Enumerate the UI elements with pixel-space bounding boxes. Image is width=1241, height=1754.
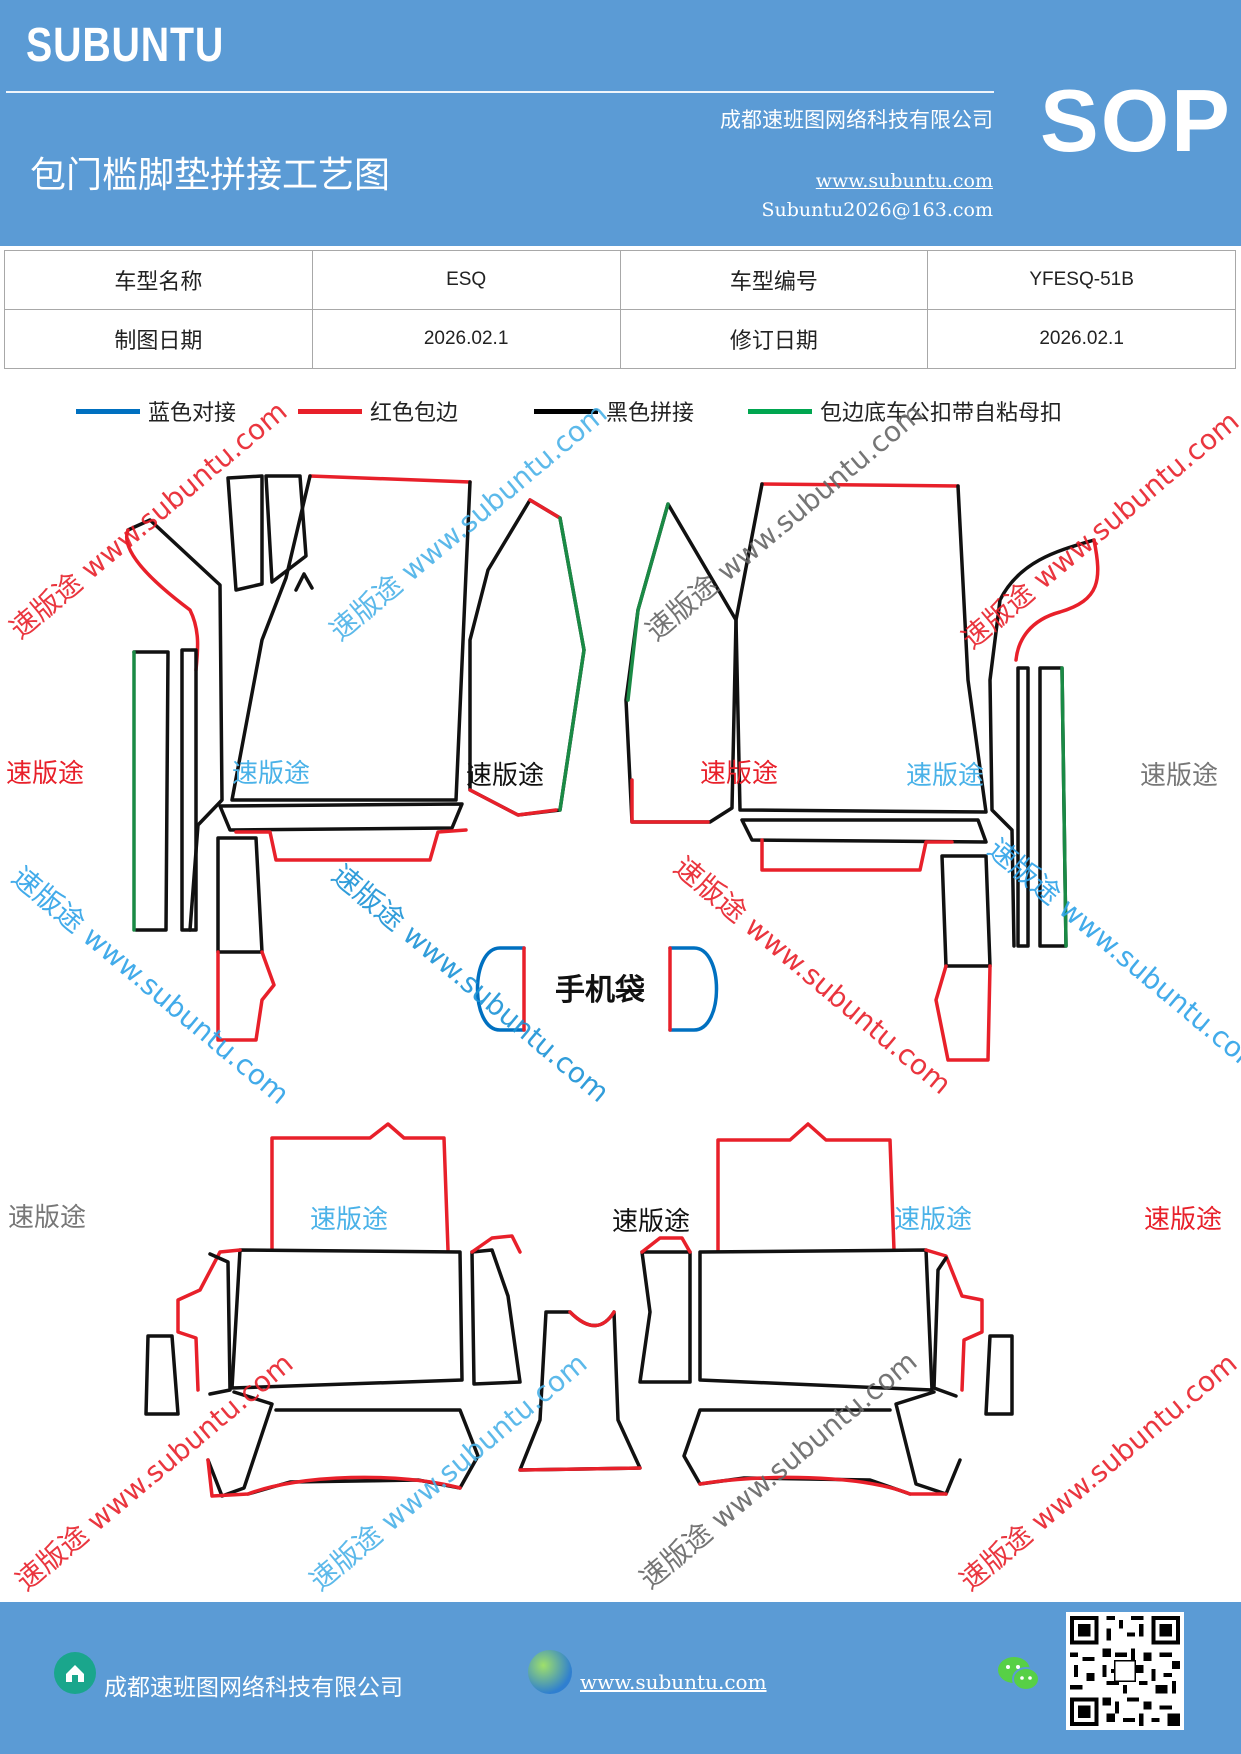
qr-code <box>1066 1612 1184 1730</box>
watermark-text: 速版途 <box>8 1203 86 1233</box>
watermark-text: 速版途 www.subuntu.com <box>323 396 613 647</box>
legend-label: 蓝色对接 <box>148 401 237 426</box>
mat-passenger-side-piece <box>624 502 738 824</box>
phone-bag-left <box>475 946 526 1032</box>
watermark-text: 速版途 <box>906 761 984 791</box>
watermark-text: 速版途 www.subuntu.com <box>3 394 293 645</box>
model-name-label: 车型名称 <box>4 250 313 310</box>
revise-date-value: 2026.02.1 <box>927 309 1236 369</box>
watermark-text: 速版途 www.subuntu.com <box>6 860 296 1111</box>
model-name-value: ESQ <box>311 250 621 310</box>
model-code-label: 车型编号 <box>619 250 929 310</box>
watermark-text: 速版途 <box>894 1205 972 1235</box>
info-table: 车型名称 ESQ 车型编号 YFESQ-51B 制图日期 2026.02.1 修… <box>4 250 1236 369</box>
mat-passenger-sill-strip <box>934 538 1100 1062</box>
legend-swatch-blue <box>76 408 140 414</box>
phone-bag-label: 手机袋 <box>555 973 645 1008</box>
watermark-text: 速版途 <box>1144 1205 1222 1235</box>
website-link[interactable]: www.subuntu.com <box>815 170 993 192</box>
watermark-text: 速版途 www.subuntu.com <box>955 404 1241 655</box>
legend-label: 黑色拼接 <box>606 401 695 426</box>
watermark-layer: 速版途 速版途 速版途 速版途 速版途 速版途 速版途 速版途 速版途 速版途 … <box>6 759 1222 1237</box>
footer-website[interactable]: www.subuntu.com <box>580 1670 767 1694</box>
header-divider <box>6 91 994 93</box>
watermark-text: 速版途 <box>700 759 778 789</box>
revise-date-label: 修订日期 <box>619 309 929 369</box>
home-icon <box>54 1652 96 1694</box>
mat-driver-sill-strip <box>124 518 276 1042</box>
watermark-text: 速版途 <box>612 1207 690 1237</box>
brand-logo: SUBUNTU <box>26 19 225 72</box>
watermark-diagonal-down-layer: 速版途 www.subuntu.com 速版途 www.subuntu.com … <box>6 832 1241 1111</box>
mat-rear-center <box>518 1310 642 1472</box>
watermark-text: 速版途 <box>6 759 84 789</box>
header-banner: SUBUNTU 成都速班图网络科技有限公司 SOP 包门槛脚垫拼接工艺图 www… <box>0 0 1241 246</box>
mat-passenger-front <box>734 482 988 872</box>
draw-date-value: 2026.02.1 <box>311 309 621 369</box>
mat-rear-right-side <box>638 1236 692 1384</box>
mat-rear-left <box>144 1122 480 1498</box>
draw-date-label: 制图日期 <box>4 309 313 369</box>
legend-swatch-green <box>748 408 812 414</box>
legend-label: 包边底车公扣带自粘母扣 <box>820 401 1063 426</box>
mat-rear-right <box>682 1122 1014 1496</box>
watermark-text: 速版途 <box>1140 761 1218 791</box>
legend-item-black: 黑色拼接 <box>534 396 694 426</box>
watermark-text: 速版途 www.subuntu.com <box>639 396 929 647</box>
mat-rear-left-side <box>470 1234 522 1386</box>
mat-driver-front <box>218 474 472 862</box>
company-name: 成都速班图网络科技有限公司 <box>720 108 993 132</box>
watermark-text: 速版途 <box>310 1205 388 1235</box>
footer-banner: 成都速班图网络科技有限公司 www.subuntu.com <box>0 1602 1241 1754</box>
watermark-text: 速版途 www.subuntu.com <box>953 1346 1241 1597</box>
legend-label: 红色包边 <box>370 401 459 426</box>
globe-icon <box>528 1650 572 1694</box>
sop-label: SOP <box>1040 71 1232 170</box>
wechat-icon[interactable] <box>996 1654 1042 1694</box>
legend-swatch-black <box>534 408 598 414</box>
watermark-text: 速版途 <box>466 761 544 791</box>
watermark-text: 速版途 www.subuntu.com <box>668 850 958 1101</box>
phone-bag-right <box>668 946 719 1032</box>
table-row: 制图日期 2026.02.1 修订日期 2026.02.1 <box>4 309 1236 369</box>
model-code-value: YFESQ-51B <box>927 250 1236 310</box>
watermark-text: 速版途 www.subuntu.com <box>9 1346 299 1597</box>
mat-driver-side-piece <box>468 498 586 817</box>
legend-item-green: 包边底车公扣带自粘母扣 <box>748 396 1062 426</box>
watermark-text: 速版途 <box>232 759 310 789</box>
email-address: Subuntu2026@163.com <box>761 199 993 221</box>
footer-company: 成都速班图网络科技有限公司 <box>104 1675 403 1701</box>
legend-item-red: 红色包边 <box>298 396 458 426</box>
legend-swatch-red <box>298 408 362 414</box>
legend-item-blue: 蓝色对接 <box>76 396 236 426</box>
table-row: 车型名称 ESQ 车型编号 YFESQ-51B <box>4 250 1236 310</box>
page-title: 包门槛脚垫拼接工艺图 <box>30 155 391 196</box>
watermark-text: 速版途 www.subuntu.com <box>982 832 1241 1083</box>
